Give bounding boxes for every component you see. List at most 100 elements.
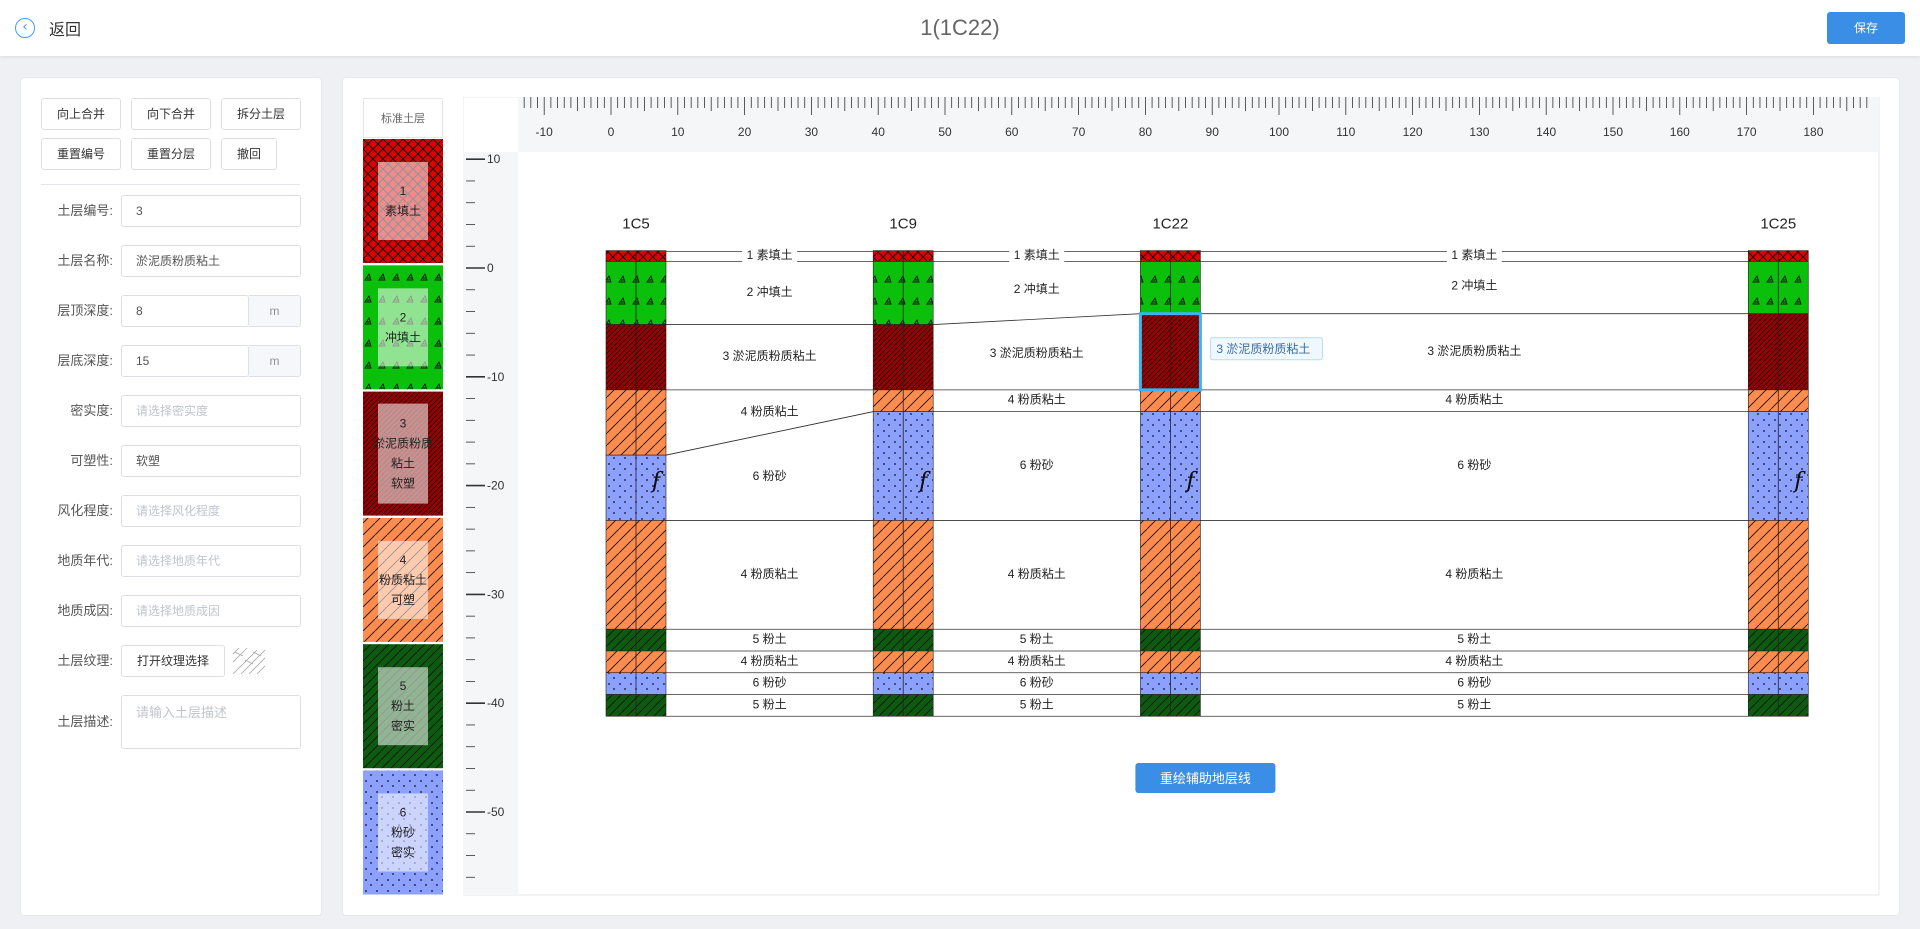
layer-name-input[interactable]: 淤泥质粉质粘土 [121, 245, 301, 277]
chevron-left-icon: ‹ [15, 18, 35, 38]
field-plasticity: 可塑性: 软塑 [21, 445, 323, 477]
selected-layer-highlight[interactable] [1138, 312, 1202, 392]
save-button[interactable]: 保存 [1827, 12, 1905, 44]
field-label: 可塑性: [70, 453, 113, 468]
field-label: 层顶深度: [57, 303, 113, 318]
v-ruler-label: -50 [487, 805, 505, 819]
weathering-select[interactable]: 请选择风化程度 [121, 495, 301, 527]
layer-label-5: 5 粉土 [753, 697, 787, 711]
unit-label: m [249, 345, 301, 377]
renumber-button[interactable]: 重置编号 [41, 138, 121, 170]
open-texture-button[interactable]: 打开纹理选择 [121, 645, 225, 677]
plasticity-select[interactable]: 软塑 [121, 445, 301, 477]
undo-button[interactable]: 撤回 [221, 138, 277, 170]
legend-text: 粉砂 [391, 826, 415, 840]
v-ruler-label: -10 [487, 370, 505, 384]
vertical-ruler [463, 152, 518, 895]
legend-text: 密实 [391, 845, 415, 860]
layer-label-4: 4 粉质粘土 [741, 653, 799, 668]
v-ruler-label: 10 [487, 152, 501, 166]
layer-label-4: 4 粉质粘土 [741, 566, 799, 581]
legend-text: 5 [400, 679, 407, 693]
legend-text: 4 [400, 553, 407, 567]
h-ruler-label: 30 [805, 125, 819, 139]
merge-up-button[interactable]: 向上合并 [41, 98, 121, 130]
layer-number-input[interactable]: 3 [121, 195, 301, 227]
geo-origin-select[interactable]: 请选择地质成因 [121, 595, 301, 627]
field-description: 土层描述: 请输入土层描述 [21, 695, 323, 749]
field-label: 土层编号: [57, 203, 113, 218]
tooltip-text: 3 淤泥质粉质粘土 [1216, 341, 1310, 356]
layer-label-2: 2 冲填土 [1451, 277, 1497, 292]
v-ruler-label: -20 [487, 479, 505, 493]
layer-label-6: 6 粉砂 [1020, 676, 1054, 690]
layer-label-4: 4 粉质粘土 [741, 404, 799, 419]
redraw-button[interactable]: 重绘辅助地层线 [1135, 763, 1276, 794]
borehole-name: 1C25 [1760, 216, 1796, 233]
layer-label-4: 4 粉质粘土 [1008, 566, 1066, 581]
h-ruler-label: 40 [872, 125, 886, 139]
split-layer-button[interactable]: 拆分土层 [221, 98, 301, 130]
field-label: 土层纹理: [57, 653, 113, 668]
geo-age-select[interactable]: 请选择地质年代 [121, 545, 301, 577]
legend-label-box [378, 667, 428, 746]
h-ruler-label: 140 [1536, 125, 1556, 139]
h-ruler-label: -10 [536, 125, 554, 139]
layer-label-5: 5 粉土 [1020, 632, 1054, 646]
h-ruler-label: 0 [608, 125, 615, 139]
relayer-button[interactable]: 重置分层 [131, 138, 211, 170]
bottom-depth-input[interactable]: 15 [121, 345, 249, 377]
h-ruler-label: 100 [1269, 125, 1289, 139]
field-top-depth: 层顶深度: 8 m [21, 295, 323, 327]
legend-text: 密实 [391, 718, 415, 733]
legend-header: 标准土层 [363, 98, 443, 138]
legend-label-box [378, 403, 428, 504]
selected-layer-tooltip [1209, 337, 1323, 361]
layer-label-6: 6 粉砂 [753, 469, 787, 483]
top-bar: ‹ 返回 1(1C22) 保存 [0, 0, 1920, 56]
layer-label-6: 6 粉砂 [753, 676, 787, 690]
legend-text: 粉土 [391, 699, 415, 713]
field-geo-origin: 地质成因: 请选择地质成因 [21, 595, 323, 627]
legend-label-box [378, 288, 428, 367]
field-label: 地质成因: [57, 603, 113, 618]
borehole-name: 1C9 [889, 216, 917, 233]
layer-label-5: 5 粉土 [753, 632, 787, 646]
layer-label-6: 6 粉砂 [1020, 458, 1054, 472]
h-ruler-label: 180 [1803, 125, 1823, 139]
top-depth-input[interactable]: 8 [121, 295, 249, 327]
layer-label-4: 4 粉质粘土 [1445, 392, 1503, 407]
back-button[interactable]: ‹ 返回 [15, 16, 81, 40]
h-ruler-label: 50 [938, 125, 952, 139]
layer-property-panel: 向上合并 向下合并 拆分土层 重置编号 重置分层 撤回 土层编号: 3 土层名称… [20, 77, 322, 916]
h-ruler-label: 80 [1139, 125, 1153, 139]
density-select[interactable]: 请选择密实度 [121, 395, 301, 427]
h-ruler-label: 60 [1005, 125, 1019, 139]
legend-text: 3 [400, 417, 407, 431]
field-label: 密实度: [70, 403, 113, 418]
h-ruler-label: 70 [1072, 125, 1086, 139]
h-ruler-label: 10 [671, 125, 685, 139]
layer-label-3: 3 淤泥质粉质粘土 [1427, 343, 1521, 358]
merge-down-button[interactable]: 向下合并 [131, 98, 211, 130]
layer-label-6: 6 粉砂 [1457, 676, 1491, 690]
layer-label-4: 4 粉质粘土 [1445, 653, 1503, 668]
layer-boundary-line [665, 411, 874, 456]
h-ruler-label: 20 [738, 125, 752, 139]
field-number: 土层编号: 3 [21, 195, 323, 227]
layer-label-4: 4 粉质粘土 [1008, 392, 1066, 407]
description-textarea[interactable]: 请输入土层描述 [121, 695, 301, 749]
field-density: 密实度: 请选择密实度 [21, 395, 323, 427]
